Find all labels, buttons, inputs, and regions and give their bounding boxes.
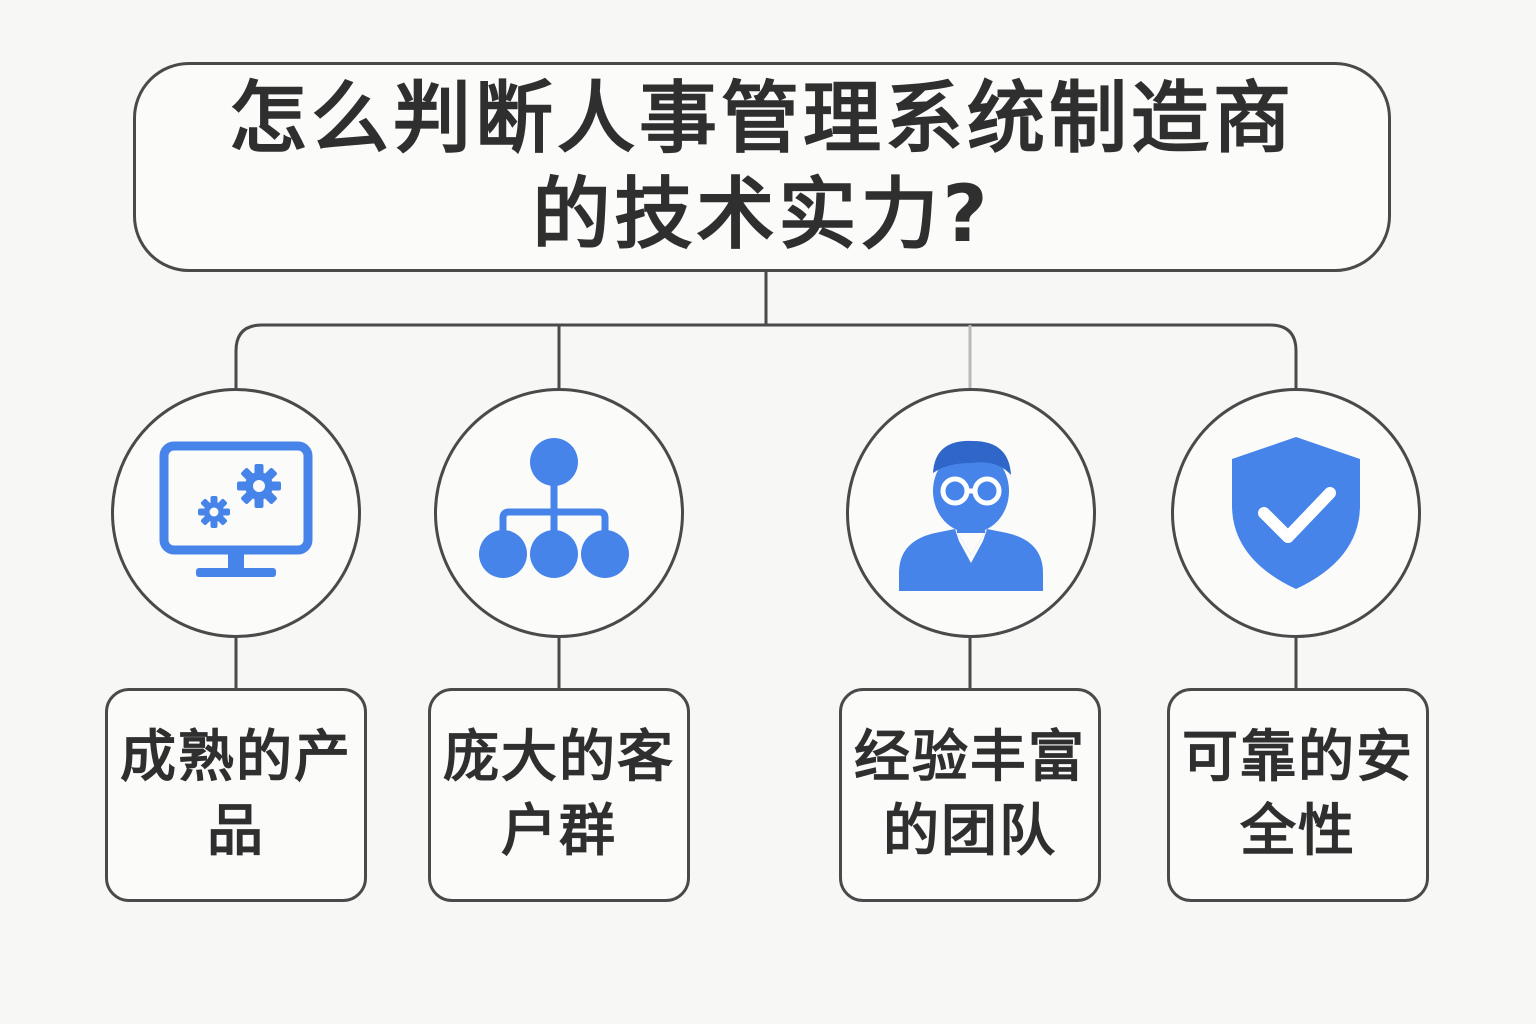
label-customer-base: 庞大的客户群 xyxy=(443,725,675,864)
monitor-gears-icon xyxy=(159,441,313,577)
label-security: 可靠的安全性 xyxy=(1182,725,1414,864)
label-experienced-team: 经验丰富的团队 xyxy=(854,725,1086,864)
person-glasses-icon xyxy=(899,440,1043,591)
org-chart-icon xyxy=(479,438,629,578)
circle-security xyxy=(1171,388,1421,638)
label-box-customer-base: 庞大的客户群 xyxy=(428,688,690,902)
page-title: 怎么判断人事管理系统制造商的技术实力? xyxy=(228,74,1295,260)
circle-experienced-team xyxy=(846,388,1096,638)
label-box-experienced-team: 经验丰富的团队 xyxy=(839,688,1101,902)
label-box-mature-product: 成熟的产品 xyxy=(105,688,367,902)
shield-check-icon xyxy=(1232,437,1360,589)
circle-mature-product xyxy=(111,388,361,638)
circle-customer-base xyxy=(434,388,684,638)
label-mature-product: 成熟的产品 xyxy=(120,725,352,864)
label-box-security: 可靠的安全性 xyxy=(1167,688,1429,902)
title-box: 怎么判断人事管理系统制造商的技术实力? xyxy=(133,62,1391,272)
